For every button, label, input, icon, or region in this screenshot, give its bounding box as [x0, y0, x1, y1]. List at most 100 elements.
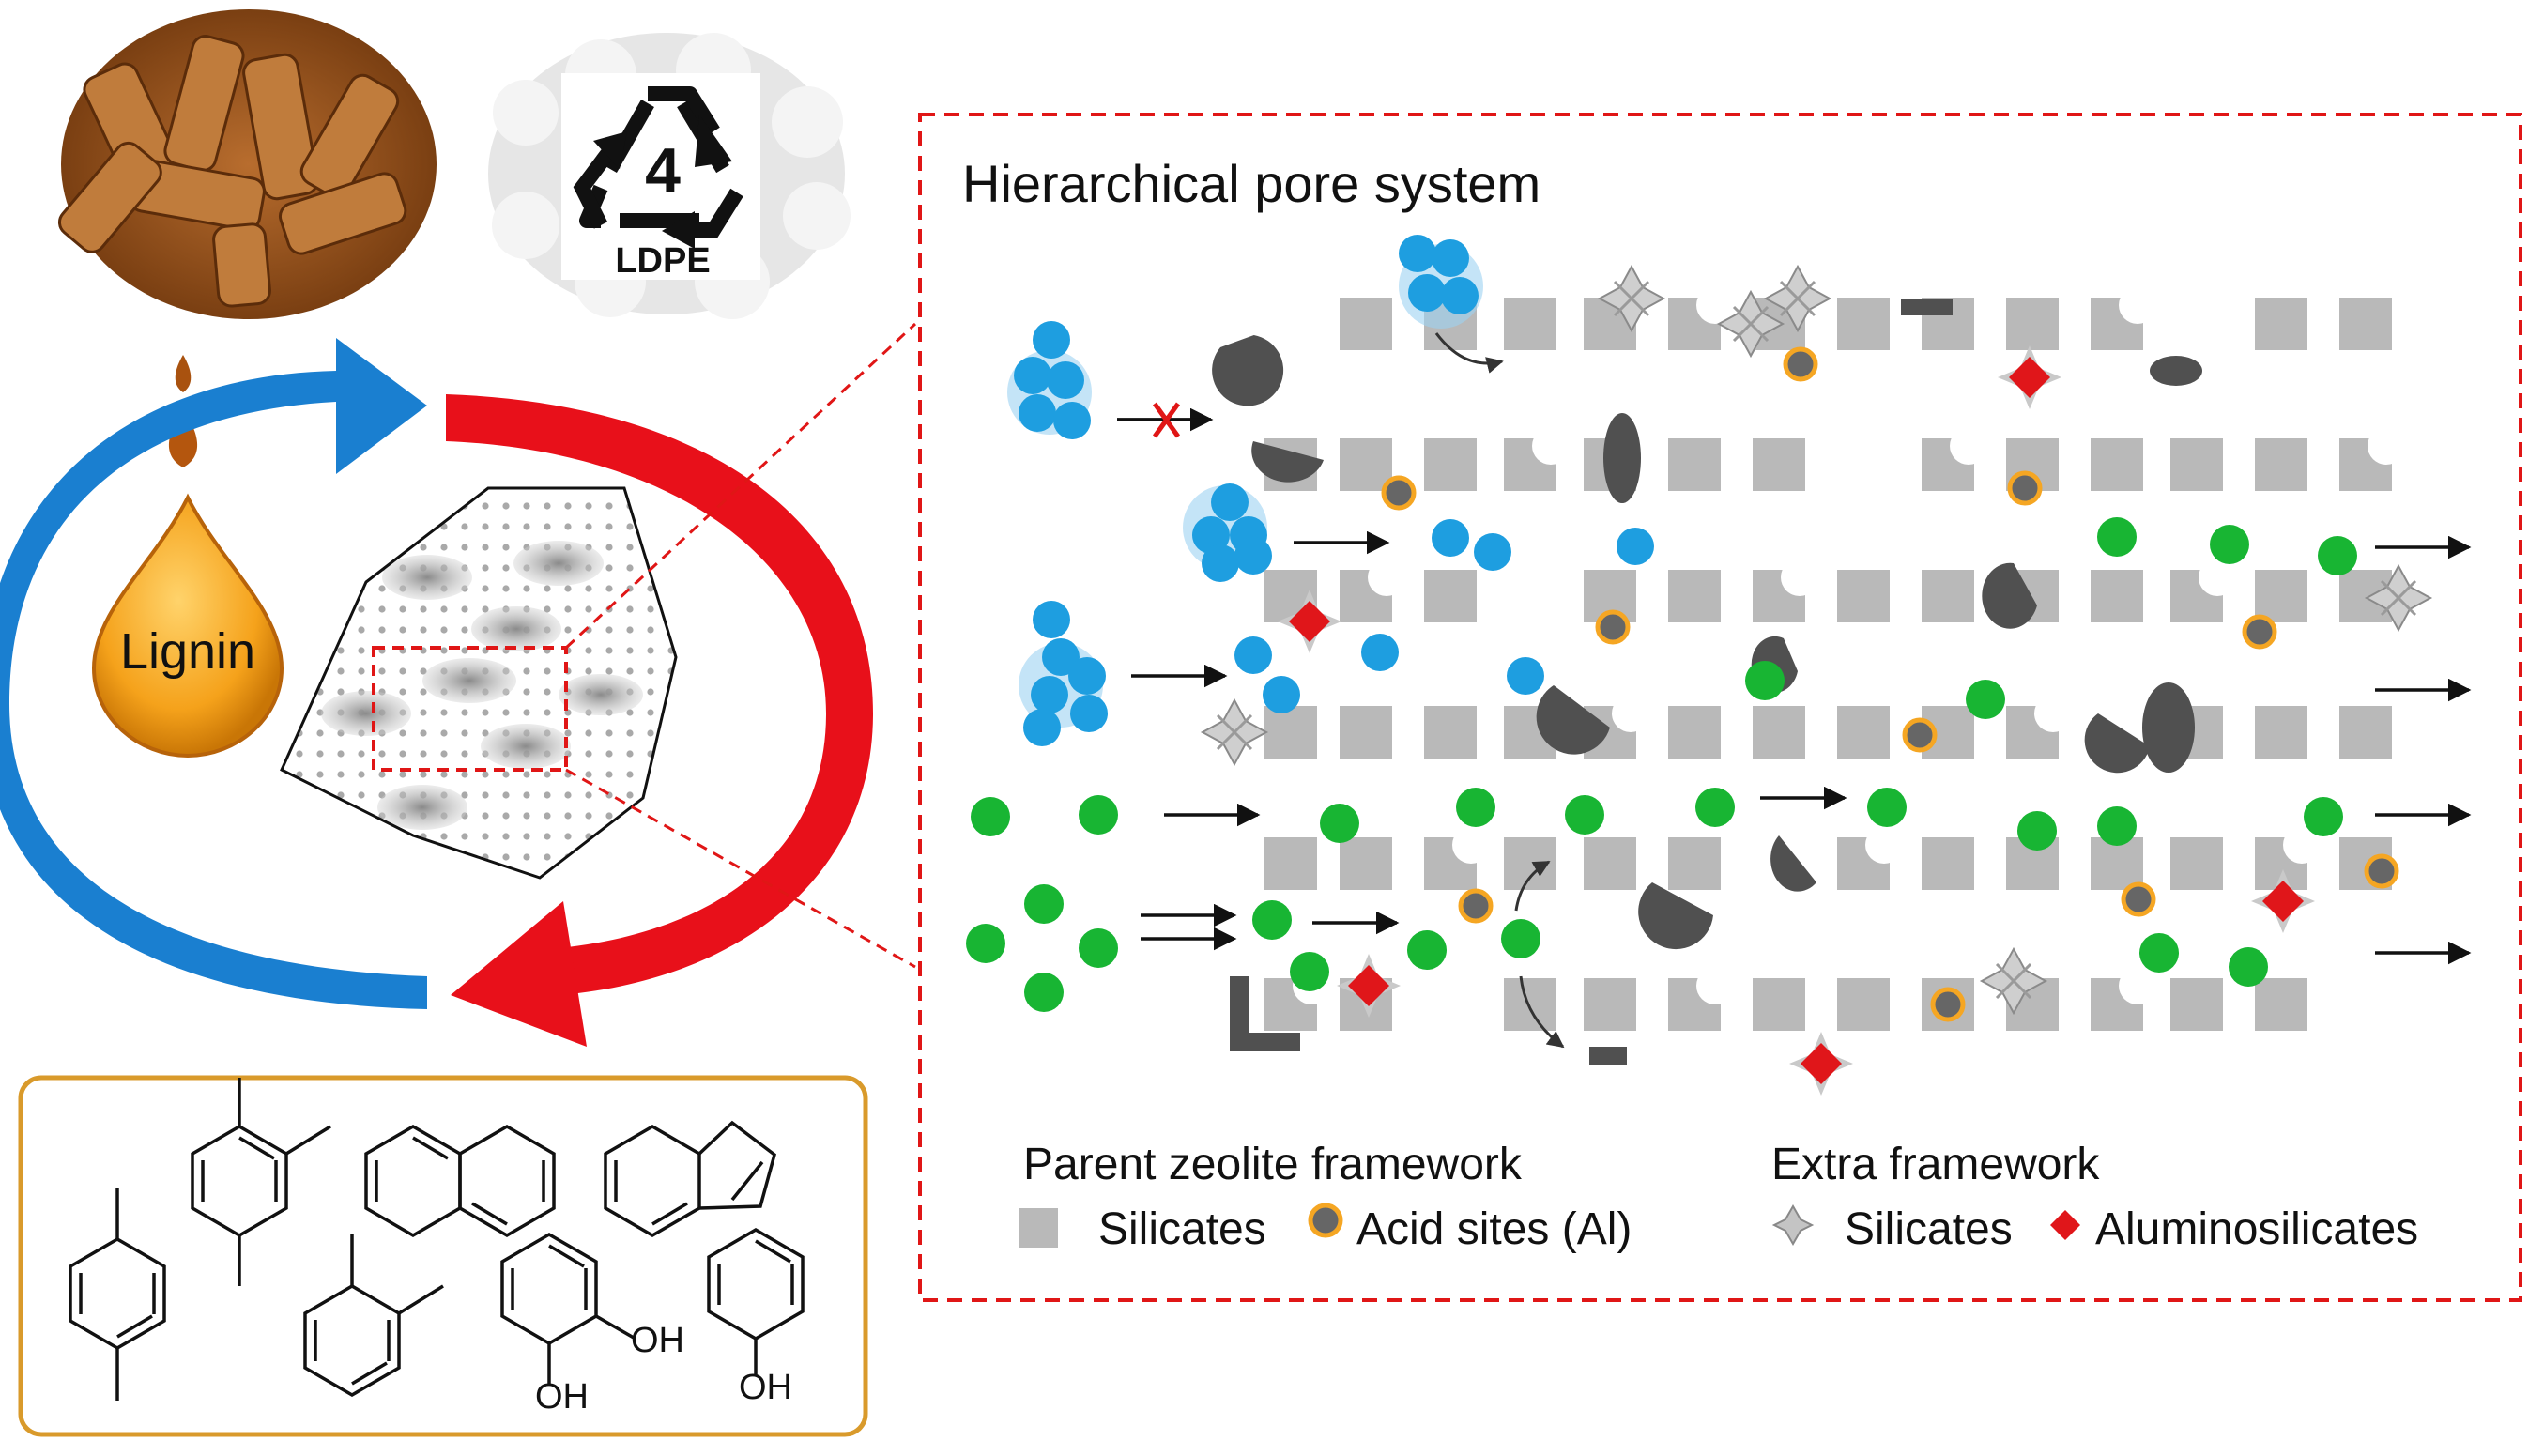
- recycle-material: LDPE: [615, 241, 710, 281]
- framework-square: [1837, 706, 1890, 759]
- framework-square: [2170, 837, 2223, 890]
- framework-defect: [1368, 559, 1405, 596]
- framework-defect: [1696, 967, 1734, 1004]
- catechol-oh-1: OH: [631, 1321, 684, 1360]
- silicate-crystal: [1597, 264, 1666, 333]
- green-molecule: [1024, 884, 1064, 924]
- framework-square: [2255, 438, 2307, 491]
- green-molecule: [2318, 536, 2357, 575]
- framework-defect: [1950, 427, 1987, 465]
- green-molecule: [1695, 788, 1735, 827]
- green-molecule: [1966, 680, 2005, 719]
- zeolite-crystal-icon: [280, 486, 678, 880]
- framework-square: [2091, 570, 2143, 622]
- silicate-crystal-facet: [1613, 280, 1650, 317]
- framework-square: [1753, 706, 1805, 759]
- green-molecule: [1290, 952, 1329, 991]
- framework-defect: [1452, 826, 1490, 864]
- legend-silicate-square: [1019, 1208, 1058, 1248]
- legend-aluminosilicates: Aluminosilicates: [2095, 1204, 2418, 1254]
- silicate-crystal-facet: [1995, 962, 2032, 1000]
- framework-square: [1837, 978, 1890, 1031]
- framework-square: [1668, 706, 1721, 759]
- wood-pellets-image: [57, 9, 437, 319]
- framework-square: [1837, 298, 1890, 350]
- framework-square: [1668, 837, 1721, 890]
- legend-extra-title: Extra framework: [1771, 1140, 2100, 1189]
- aluminosilicate-diamond: [2009, 357, 2050, 398]
- framework-square: [1264, 706, 1317, 759]
- framework-defect: [2119, 967, 2156, 1004]
- framework-square: [1504, 837, 1556, 890]
- legend-acid-sites: Acid sites (Al): [1356, 1204, 1632, 1254]
- green-molecule: [1565, 795, 1604, 835]
- legend-parent-title: Parent zeolite framework: [1023, 1140, 1523, 1189]
- legend-acid-site-icon: [1308, 1203, 1343, 1238]
- green-molecule: [1407, 930, 1447, 970]
- recycle-ldpe-icon: 4 LDPE: [488, 33, 851, 319]
- acid-site: [2007, 470, 2043, 506]
- aluminosilicate-diamond: [1801, 1043, 1842, 1084]
- framework-square: [2091, 837, 2143, 890]
- curved-arrows: [1434, 332, 1565, 1049]
- phenol-oh: OH: [739, 1368, 792, 1407]
- blue-molecule: [1432, 519, 1469, 557]
- acid-site: [1783, 346, 1818, 382]
- framework-defect: [1696, 286, 1734, 324]
- framework-square: [2170, 978, 2223, 1031]
- framework-defect: [1865, 826, 1903, 864]
- green-molecule: [1456, 788, 1495, 827]
- debris: [1212, 299, 2202, 1065]
- framework-defect: [2199, 559, 2236, 596]
- blue-molecule: [1234, 636, 1272, 674]
- green-molecule: [1252, 900, 1292, 940]
- blue-molecule: [1361, 634, 1399, 671]
- framework-square: [1340, 706, 1392, 759]
- framework-defect: [1781, 559, 1818, 596]
- framework-square: [2170, 438, 2223, 491]
- aluminosilicate-particle: [1337, 954, 1401, 1018]
- framework-square: [1424, 570, 1477, 622]
- green-molecule: [1079, 795, 1118, 835]
- recycle-number: 4: [645, 135, 681, 207]
- framework-square: [2339, 298, 2392, 350]
- legend: Parent zeolite framework Silicates Acid …: [1019, 1140, 2418, 1254]
- framework-square: [1668, 570, 1721, 622]
- silicate-crystal: [1200, 697, 1269, 767]
- legend-extra-silicates: Silicates: [1845, 1204, 2013, 1254]
- framework-square: [2255, 706, 2307, 759]
- framework-square: [2091, 438, 2143, 491]
- blue-molecule: [1617, 528, 1654, 565]
- green-molecule: [2304, 797, 2343, 836]
- green-molecule: [2210, 525, 2249, 564]
- aluminosilicate-particle: [1998, 345, 2061, 409]
- framework-square: [1340, 298, 1392, 350]
- silicate-crystal: [1979, 946, 2048, 1016]
- framework-square: [1922, 570, 1974, 622]
- green-molecule: [1745, 661, 1785, 700]
- acid-site: [1595, 609, 1631, 645]
- silicate-crystal: [1763, 264, 1832, 333]
- pore-panel-title: Hierarchical pore system: [962, 154, 1540, 213]
- zoom-lines: [564, 322, 917, 969]
- framework-square: [1424, 438, 1477, 491]
- framework-square: [1922, 837, 1974, 890]
- framework-defect: [2034, 695, 2072, 732]
- green-molecule: [2139, 933, 2179, 973]
- green-molecule: [1867, 788, 1907, 827]
- framework-square: [1753, 978, 1805, 1031]
- aluminosilicate-diamond: [1348, 965, 1389, 1006]
- aluminosilicate-diamond: [2262, 881, 2304, 922]
- acid-site: [2364, 853, 2399, 889]
- framework-square: [1584, 978, 1636, 1031]
- silicate-crystal-facet: [1779, 280, 1816, 317]
- blue-molecule-clusters: [1007, 235, 1483, 746]
- green-molecule: [2229, 947, 2268, 987]
- green-molecule: [1320, 804, 1359, 843]
- aluminosilicate-particle: [2251, 869, 2315, 933]
- framework-square: [1504, 298, 1556, 350]
- framework-square: [1340, 837, 1392, 890]
- framework-defect: [2368, 427, 2405, 465]
- acid-site: [2121, 881, 2156, 917]
- green-molecule: [1079, 928, 1118, 968]
